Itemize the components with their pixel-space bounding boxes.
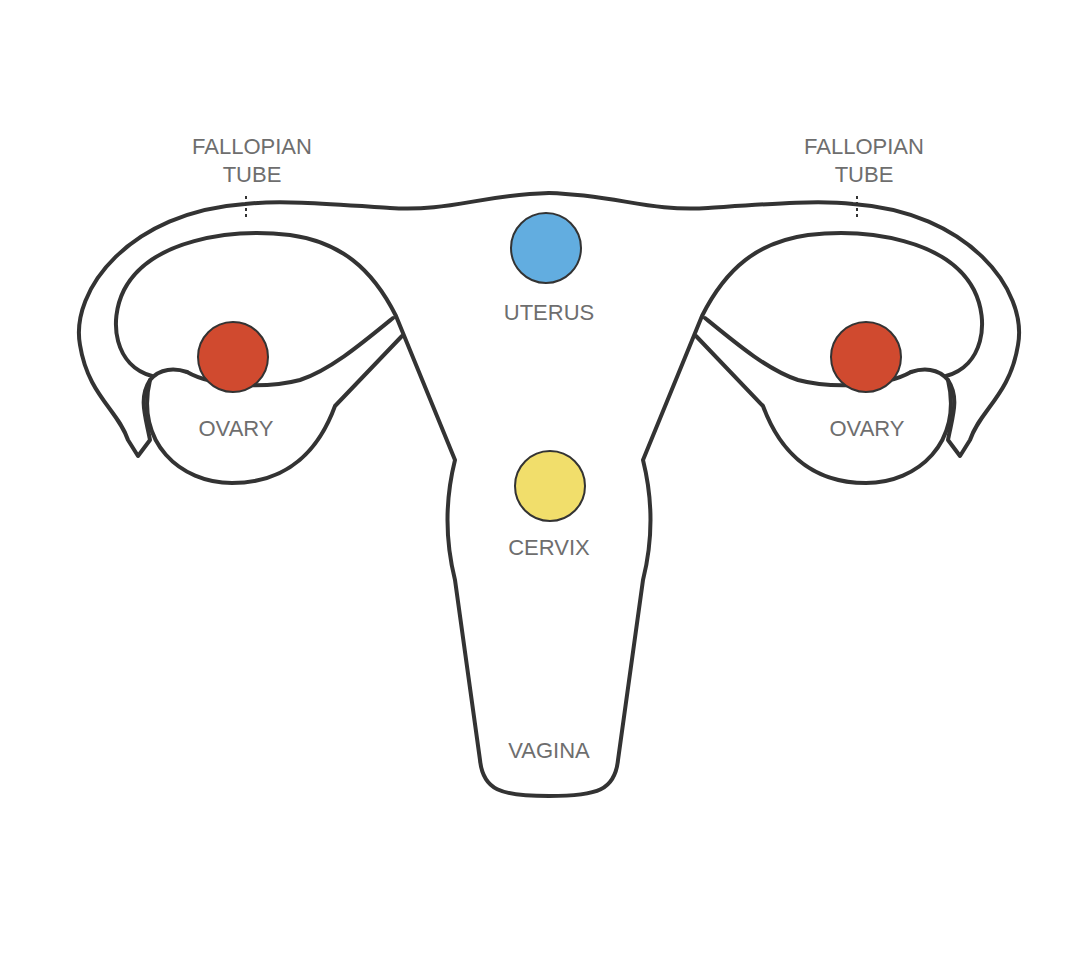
part-label: OVARY — [787, 415, 947, 443]
tube-inner — [116, 233, 549, 796]
leader-line — [856, 196, 858, 220]
ovary-marker — [831, 322, 901, 392]
part-label: FALLOPIAN TUBE — [789, 133, 939, 189]
organ-outline — [549, 193, 1019, 796]
uterus-marker — [511, 213, 581, 283]
leader-line — [245, 196, 247, 220]
part-label: VAGINA — [449, 737, 649, 765]
ovary-marker — [198, 322, 268, 392]
part-label: OVARY — [156, 415, 316, 443]
part-label: UTERUS — [449, 299, 649, 327]
ovary-outline — [147, 336, 402, 483]
part-label: CERVIX — [449, 534, 649, 562]
organ-outline — [79, 193, 549, 796]
part-label: FALLOPIAN TUBE — [177, 133, 327, 189]
cervix-marker — [515, 451, 585, 521]
